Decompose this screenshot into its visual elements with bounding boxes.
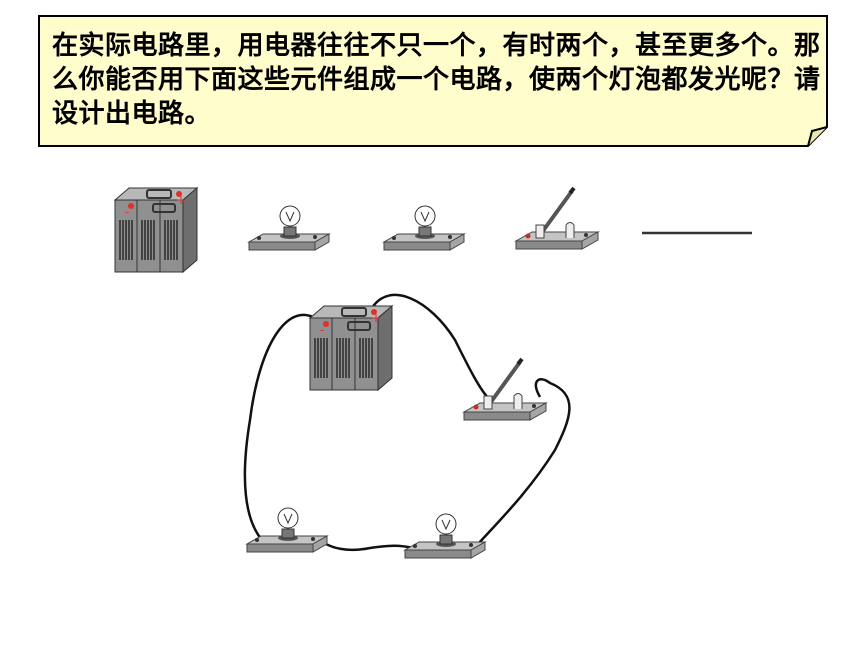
circuit-battery-negative-label: - — [320, 323, 324, 337]
note-shape — [38, 15, 828, 147]
circuit-battery-icon: - + — [308, 304, 394, 392]
circuit-battery-positive-label: + — [371, 311, 381, 325]
battery-positive-label: + — [176, 193, 186, 207]
circuit-bulb-icon-1 — [245, 507, 329, 553]
battery-negative-label: - — [125, 205, 129, 219]
battery-icon: - + — [113, 186, 199, 274]
circuit-wires — [243, 293, 571, 552]
bulb-icon — [247, 205, 331, 251]
instruction-note: 在实际电路里，用电器往往不只一个，有时两个，甚至更多个。那么你能否用下面这些元件… — [38, 15, 828, 147]
bulb-icon-2 — [382, 205, 466, 251]
wire-icon — [642, 231, 752, 235]
instruction-text: 在实际电路里，用电器往往不只一个，有时两个，甚至更多个。那么你能否用下面这些元件… — [52, 31, 821, 129]
circuit-switch-icon — [462, 357, 548, 421]
circuit-bulb-icon-2 — [403, 513, 487, 559]
switch-icon — [514, 186, 600, 250]
